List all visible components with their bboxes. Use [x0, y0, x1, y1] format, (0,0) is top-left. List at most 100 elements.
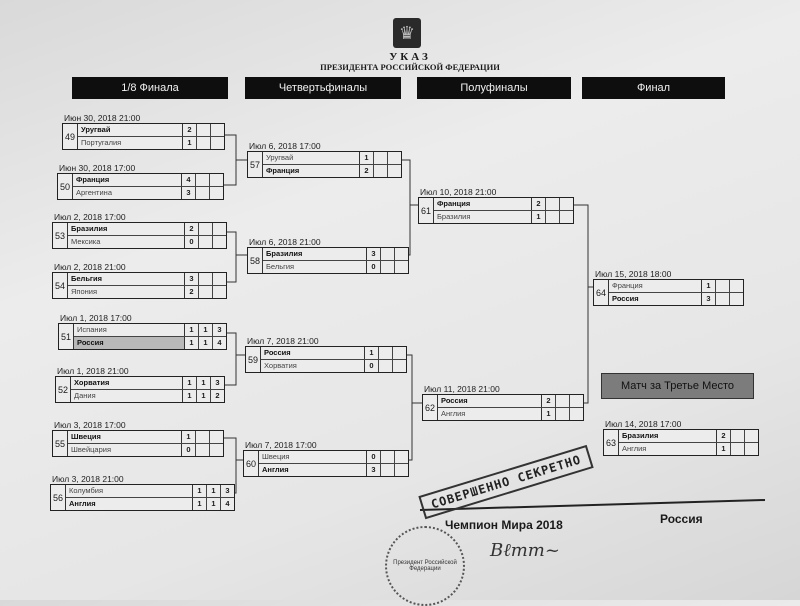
score-cell — [199, 273, 213, 285]
match-number: 63 — [604, 430, 619, 455]
score-cell: 3 — [367, 464, 381, 476]
team-name: Мексика — [68, 236, 185, 248]
score-cell — [196, 174, 210, 186]
score-cell: 1 — [702, 280, 716, 292]
third-place-banner: Матч за Третье Место — [601, 373, 754, 399]
team-name: Россия — [609, 293, 702, 305]
match-number: 64 — [594, 280, 609, 305]
team-name: Швеция — [68, 431, 182, 443]
score-cell — [393, 360, 406, 372]
score-cell: 2 — [542, 395, 556, 407]
score-cell: 1 — [199, 324, 213, 336]
score-cell — [381, 248, 395, 260]
team-name: Англия — [259, 464, 367, 476]
score-cell — [560, 211, 573, 223]
score-cell: 0 — [365, 360, 379, 372]
score-cell — [556, 395, 570, 407]
score-cell — [210, 431, 223, 443]
score-cell: 3 — [215, 378, 220, 387]
score-cell — [546, 211, 560, 223]
score-cell: 1 — [360, 152, 374, 164]
team-name: Уругвай — [78, 124, 183, 136]
match-date: Июл 2, 2018 21:00 — [54, 262, 126, 272]
team-name: Франция — [263, 165, 360, 177]
score-cell: 2 — [215, 391, 220, 400]
score-cell: 2 — [185, 286, 199, 298]
score-cell — [210, 187, 223, 199]
score-cell — [546, 198, 560, 210]
score-cell: 1 — [199, 337, 213, 349]
round-header-final: Финал — [582, 77, 725, 99]
match-number: 54 — [53, 273, 68, 298]
score-cell — [211, 137, 224, 149]
score-cell — [731, 430, 745, 442]
match-number: 62 — [423, 395, 438, 420]
score-cell — [210, 174, 223, 186]
score-cell: 0 — [182, 444, 196, 456]
score-cell: 1 — [197, 390, 211, 402]
team-name: Бразилия — [263, 248, 367, 260]
score-cell: 3 — [225, 486, 230, 495]
score-cell — [211, 124, 224, 136]
team-name: Россия — [438, 395, 542, 407]
match-number: 56 — [51, 485, 66, 510]
score-cell — [745, 430, 758, 442]
score-cell — [745, 443, 758, 455]
team-name: Бразилия — [434, 211, 532, 223]
score-cell — [395, 464, 408, 476]
score-cell: 1 — [532, 211, 546, 223]
score-cell: 4 — [225, 499, 230, 508]
score-cell — [395, 248, 408, 260]
match-date: Июл 11, 2018 21:00 — [424, 384, 500, 394]
score-cell — [199, 236, 213, 248]
team-name: Бельгия — [68, 273, 185, 285]
team-name: Англия — [66, 498, 193, 510]
score-cell — [197, 137, 211, 149]
score-cell: 1 — [365, 347, 379, 359]
score-cell — [197, 124, 211, 136]
match-number: 61 — [419, 198, 434, 223]
score-cell: 0 — [185, 236, 199, 248]
match-date: Июл 3, 2018 21:00 — [52, 474, 124, 484]
team-name: Португалия — [78, 137, 183, 149]
presidential-seal: Президент Российской Федерации — [385, 526, 465, 606]
team-name: Россия — [74, 337, 185, 349]
score-cell: 1 — [193, 498, 207, 510]
team-name: Бразилия — [68, 223, 185, 235]
score-cell — [210, 444, 223, 456]
score-cell — [213, 236, 226, 248]
score-cell — [196, 187, 210, 199]
team-name: Франция — [73, 174, 182, 186]
score-cell: 1 — [542, 408, 556, 420]
champion-label: Чемпион Мира 2018 — [445, 518, 563, 532]
score-cell — [213, 286, 226, 298]
match-number: 50 — [58, 174, 73, 199]
score-cell: 0 — [367, 261, 381, 273]
score-cell — [570, 395, 583, 407]
score-cell: 2 — [717, 430, 731, 442]
team-name: Хорватия — [261, 360, 365, 372]
